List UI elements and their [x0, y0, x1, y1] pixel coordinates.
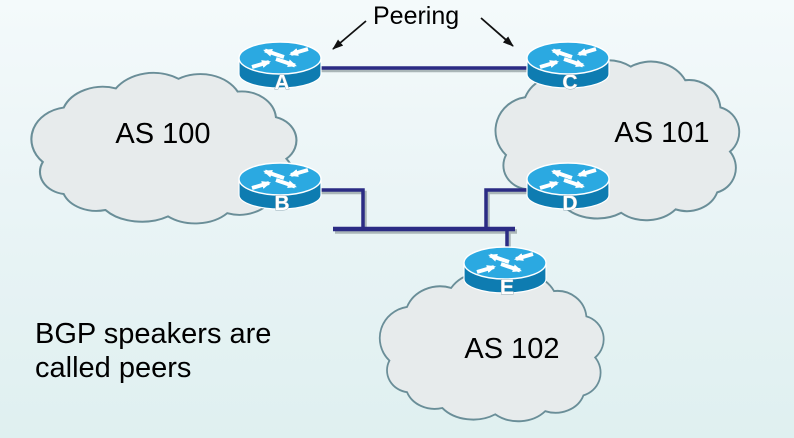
router-b: B [239, 163, 321, 215]
router-c-label: C [562, 71, 577, 94]
router-b-label: B [274, 192, 289, 215]
caption-line-1: BGP speakers are [35, 318, 271, 350]
router-a-label: A [274, 71, 289, 94]
router-d-label: D [562, 192, 577, 215]
link-d-to-segment [484, 188, 529, 229]
as-102-label: AS 102 [464, 333, 559, 365]
peering-arrow-left [332, 20, 367, 50]
peering-arrow-right [480, 17, 514, 47]
as-101-label: AS 101 [614, 117, 709, 149]
peering-label: Peering [373, 2, 459, 30]
link-b-to-segment [318, 188, 365, 229]
router-a: A [239, 42, 321, 94]
link-shadows [318, 68, 532, 256]
router-d: D [527, 163, 609, 215]
as-100-label: AS 100 [115, 118, 210, 150]
router-e: E [464, 247, 546, 299]
caption-line-2: called peers [35, 352, 191, 384]
router-c: C [527, 42, 609, 94]
as-102-cloud: AS 102 [378, 271, 605, 423]
as-100-cloud: AS 100 [30, 71, 298, 225]
router-e-label: E [500, 276, 514, 299]
as-101-cloud: AS 101 [494, 59, 741, 222]
